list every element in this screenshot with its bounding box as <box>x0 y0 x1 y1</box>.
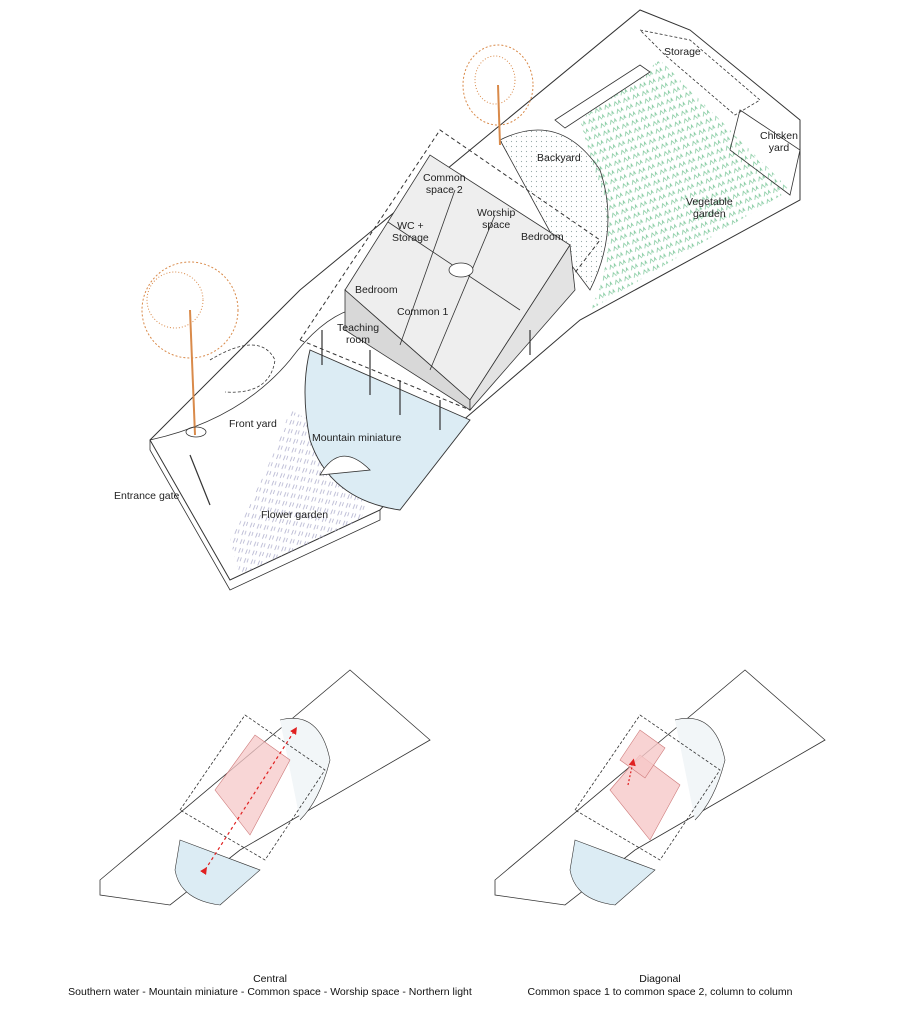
label-backyard: Backyard <box>537 152 581 164</box>
mountain-miniature-hill <box>319 455 371 476</box>
diagram-central <box>99 669 431 906</box>
vegetable-garden-area <box>580 60 790 310</box>
label-storage: Storage <box>664 46 701 58</box>
label-bedroom-west: Bedroom <box>355 284 398 296</box>
caption-diagonal-subtitle: Common space 1 to common space 2, column… <box>527 986 793 998</box>
label-bedroom-east: Bedroom <box>521 231 564 243</box>
caption-diagonal: Diagonal Common space 1 to common space … <box>480 973 840 999</box>
label-common-space-2: Common space 2 <box>423 172 466 196</box>
columns <box>321 330 531 430</box>
house-front-wall-right <box>469 243 576 412</box>
label-wc-storage: WC + Storage <box>392 220 429 244</box>
label-entrance-gate: Entrance gate <box>114 490 180 502</box>
label-common-1: Common 1 <box>397 306 449 318</box>
diagram-diagonal-house <box>574 714 721 861</box>
central-oculus <box>448 262 474 278</box>
caption-central-subtitle: Southern water - Mountain miniature - Co… <box>68 986 472 998</box>
label-worship-space: Worship space <box>477 207 516 231</box>
diagram-diagonal-backyard <box>674 718 726 821</box>
tree-front-yard <box>141 261 239 438</box>
storage-building <box>638 29 761 116</box>
label-vegetable-garden: Vegetable garden <box>686 196 733 220</box>
flower-garden-area <box>230 410 370 575</box>
label-chicken-yard: Chicken yard <box>760 130 798 154</box>
front-yard-dashed-circle <box>209 344 276 393</box>
main-site-plan <box>141 9 801 591</box>
diagram-central-axis-arrow <box>200 726 297 875</box>
tree-backyard <box>462 44 534 146</box>
chicken-yard-fence <box>729 109 801 196</box>
site-base-edge <box>149 440 381 591</box>
diagram-diagonal <box>494 669 826 906</box>
label-teaching-room: Teaching room <box>337 322 380 346</box>
label-front-yard: Front yard <box>229 418 277 430</box>
house-roof-outline <box>299 129 601 411</box>
long-bench <box>554 64 651 129</box>
caption-central: Central Southern water - Mountain miniat… <box>20 973 520 999</box>
label-flower-garden: Flower garden <box>261 509 329 521</box>
diagram-diagonal-water <box>569 839 656 906</box>
partition <box>399 189 456 346</box>
partition <box>429 214 496 371</box>
caption-central-title: Central <box>253 973 287 985</box>
caption-diagonal-title: Diagonal <box>639 973 681 985</box>
backyard-area <box>499 129 609 291</box>
entrance-gate <box>189 454 211 506</box>
label-mountain-miniature: Mountain miniature <box>312 432 402 444</box>
